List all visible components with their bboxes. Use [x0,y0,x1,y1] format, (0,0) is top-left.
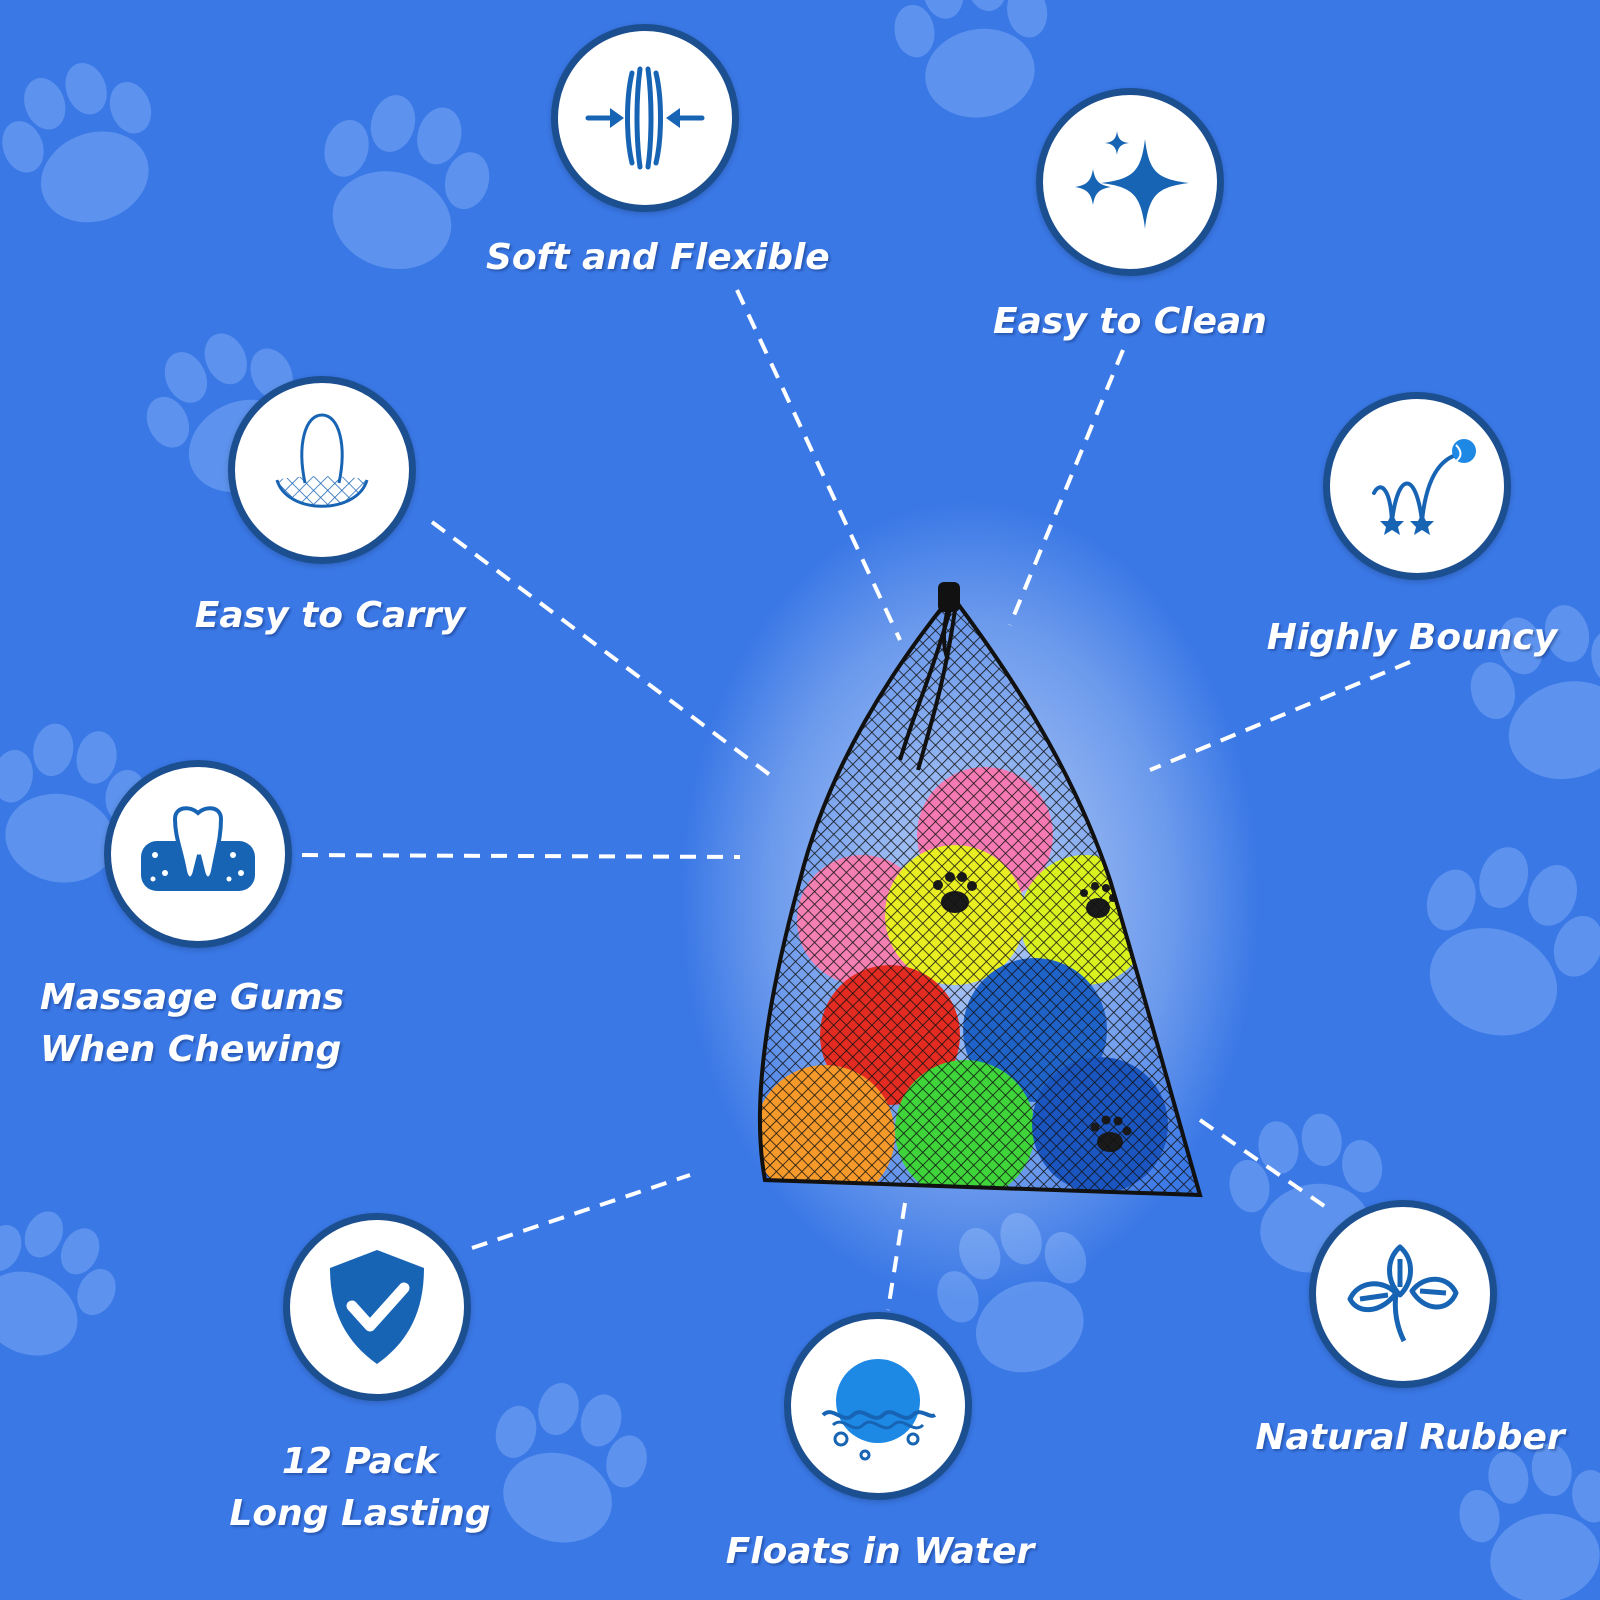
twelve-pack-icon-circle [283,1213,471,1401]
compress-arrows-icon [585,66,705,170]
massage-gums-label: Massage Gums When Chewing [40,972,360,1076]
leader-line [471,1173,691,1250]
floats-water-label: Floats in Water [725,1531,1035,1572]
easy-clean-icon-circle [1036,88,1224,276]
massage-gums-line-2: When Chewing [40,1029,342,1070]
twelve-pack-line-1: 12 Pack [281,1441,439,1482]
leader-line [1149,660,1411,772]
highly-bouncy-label: Highly Bouncy [1266,617,1558,658]
natural-rubber-label: Natural Rubber [1255,1417,1565,1458]
leader-line [301,853,741,859]
easy-carry-icon-circle [228,376,416,564]
bouncing-ball-icon [1372,439,1476,535]
sparkle-icon [1075,131,1189,229]
soft-flexible-icon-circle [551,24,739,212]
shield-check-icon [330,1250,424,1364]
soft-flexible-label: Soft and Flexible [486,237,830,278]
cord-stopper [938,582,960,612]
massage-gums-line-1: Massage Gums [40,977,345,1018]
floats-water-icon-circle [784,1312,972,1500]
easy-carry-label: Easy to Carry [194,595,466,636]
massage-gums-icon-circle [104,760,292,948]
leader-line [735,289,902,641]
twelve-pack-line-2: Long Lasting [229,1493,491,1534]
floating-ball-icon [821,1359,937,1461]
twelve-pack-label: 12 Pack Long Lasting [220,1436,500,1540]
leaves-icon [1347,1244,1459,1343]
mesh-bag-icon [275,413,369,508]
highly-bouncy-icon-circle [1323,392,1511,580]
easy-clean-label: Easy to Clean [993,301,1267,342]
natural-rubber-icon-circle [1309,1200,1497,1388]
tooth-icon [141,806,255,891]
